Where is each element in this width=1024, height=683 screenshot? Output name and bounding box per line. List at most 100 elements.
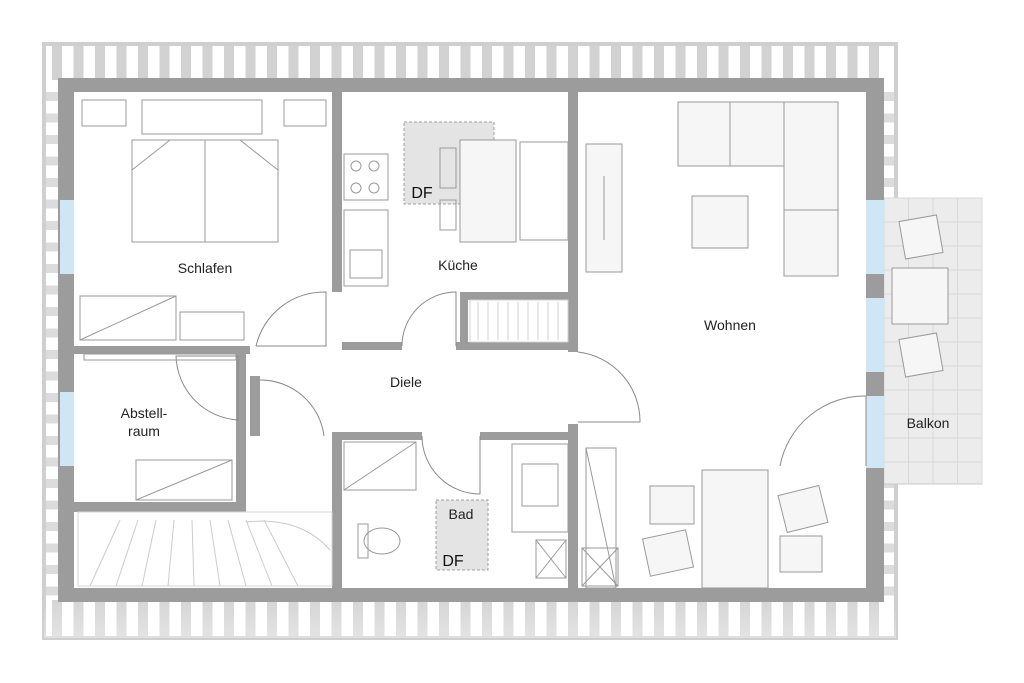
- rafter: [546, 46, 557, 80]
- stair-step: [115, 519, 139, 587]
- door-schlafen: [255, 291, 327, 347]
- bad-furniture: [343, 441, 569, 579]
- shower: [343, 441, 417, 491]
- wall-diele-stub: [250, 376, 260, 436]
- rafter: [632, 46, 643, 80]
- rafters-left: [46, 92, 58, 596]
- rafter: [46, 135, 58, 144]
- laundry-basket: [535, 539, 567, 579]
- rafter: [847, 46, 858, 80]
- rafter: [288, 46, 299, 80]
- wall-abstell-flur: [236, 354, 246, 502]
- label-df-kueche: DF: [411, 185, 433, 202]
- label-wohnen: Wohnen: [704, 317, 756, 333]
- rafter: [826, 46, 836, 80]
- rafter: [374, 46, 385, 80]
- label-bad: Bad: [449, 506, 474, 522]
- rafter: [46, 500, 58, 510]
- stair-step: [167, 519, 175, 587]
- rafter: [267, 46, 277, 80]
- rafter: [884, 565, 894, 574]
- rafter: [396, 46, 406, 80]
- skylight-bad: [435, 499, 489, 571]
- rafter: [654, 46, 664, 80]
- balcony: [883, 197, 983, 485]
- rafter: [884, 500, 894, 510]
- kueche-furniture: [343, 121, 569, 287]
- rafter: [46, 565, 58, 574]
- rafter: [804, 46, 815, 80]
- balcony-chair-top: [898, 214, 944, 260]
- dresser: [179, 311, 245, 341]
- wardrobe: [79, 295, 177, 341]
- wall-bad-top-2: [480, 432, 576, 440]
- bench: [519, 141, 569, 241]
- wardrobe-window-left: [81, 99, 127, 127]
- wall-bottom: [58, 588, 884, 602]
- toilet-tank: [357, 523, 369, 559]
- interior-walls: [74, 92, 578, 602]
- rafter: [46, 436, 58, 445]
- coffee-table: [691, 195, 749, 249]
- label-schlafen: Schlafen: [178, 260, 232, 276]
- rafter: [525, 46, 535, 80]
- door-wohnen: [577, 351, 641, 423]
- window-abstellraum: [60, 392, 74, 466]
- nightstand-right: [283, 99, 327, 127]
- wall-kueche-wohnen: [568, 92, 578, 352]
- wall-bad-left: [332, 432, 342, 602]
- rafter: [718, 46, 729, 80]
- rafter: [417, 46, 428, 80]
- stair-step: [89, 519, 121, 587]
- wohnen-shelf: [585, 447, 617, 589]
- schlafen-furniture: [79, 99, 327, 341]
- stair-box: [469, 299, 569, 343]
- wall-kueche-bottom-2: [456, 342, 568, 350]
- dining-table: [459, 139, 517, 243]
- label-kueche: Küche: [438, 257, 478, 273]
- rafter: [697, 46, 707, 80]
- wall-abstell-stairs: [74, 502, 246, 512]
- rafter: [46, 221, 58, 230]
- door-abstellraum: [175, 355, 239, 421]
- window-wohnen-2: [866, 298, 884, 372]
- stair-step: [209, 519, 221, 587]
- rafter: [761, 46, 772, 80]
- rafter: [46, 414, 58, 424]
- rafter: [482, 46, 492, 80]
- stair-step: [141, 519, 157, 587]
- rafter: [611, 46, 621, 80]
- rafter: [884, 586, 894, 596]
- abstellraum-furniture: [83, 353, 237, 501]
- rafter: [46, 156, 58, 166]
- rafter: [46, 178, 58, 187]
- rafter: [46, 328, 58, 338]
- label-abstellraum-1: Abstell-: [121, 405, 168, 421]
- door-kueche: [401, 291, 457, 347]
- rafter: [46, 264, 58, 273]
- rafter: [884, 156, 894, 166]
- wall-schlafen-kueche: [332, 92, 342, 292]
- rafter: [503, 46, 514, 80]
- balcony-chair-bottom: [898, 332, 944, 378]
- rafter: [224, 46, 234, 80]
- rafter: [73, 46, 84, 80]
- doors: [175, 291, 867, 495]
- rafter: [46, 371, 58, 381]
- wohnen-furniture: [581, 101, 839, 589]
- wall-kueche-bottom: [342, 342, 402, 350]
- rafter: [46, 113, 58, 123]
- rafter: [331, 46, 342, 80]
- room-labels: Schlafen Küche Wohnen Diele Abstell- rau…: [121, 185, 950, 570]
- shelf-rail: [83, 353, 237, 361]
- rafter: [46, 350, 58, 359]
- rafter: [310, 46, 320, 80]
- rafter: [439, 46, 449, 80]
- rafter: [52, 46, 62, 80]
- rafter: [884, 113, 894, 123]
- rafter: [95, 46, 105, 80]
- rafter: [869, 46, 879, 80]
- stove: [343, 153, 389, 201]
- rafter: [46, 479, 58, 488]
